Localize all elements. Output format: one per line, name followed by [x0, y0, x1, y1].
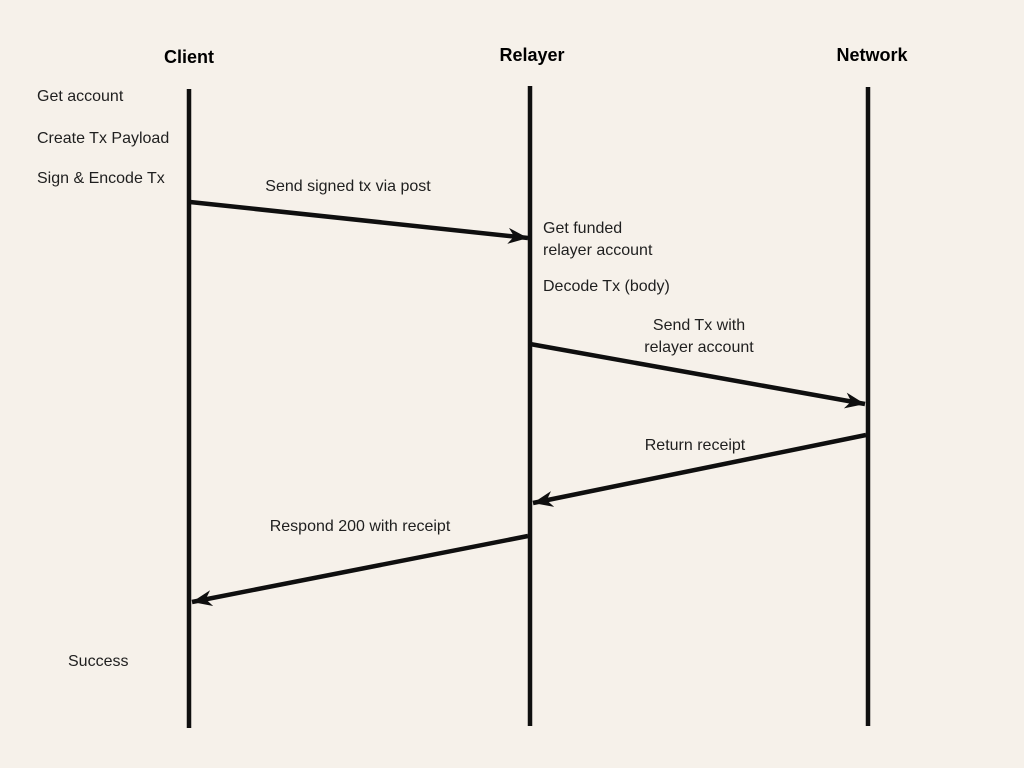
actor-relayer: Relayer	[499, 45, 565, 65]
message-label-send-signed-tx: Send signed tx via post	[265, 178, 431, 195]
message-label-return-receipt: Return receipt	[644, 437, 746, 454]
message-label-send-tx-line1: Send Tx with	[652, 317, 746, 334]
arrow-network-to-relayer	[532, 432, 867, 507]
relayer-step-get-funded: Get funded relayer account	[543, 218, 652, 262]
message-label-respond-200: Respond 200 with receipt	[269, 518, 451, 535]
arrow-client-to-relayer	[189, 199, 529, 244]
result-success: Success	[68, 653, 129, 670]
client-step-create-tx-payload: Create Tx Payload	[37, 130, 170, 147]
client-step-sign-encode-tx: Sign & Encode Tx	[37, 170, 165, 187]
message-label-send-tx-line2: relayer account	[644, 339, 754, 356]
message-label-send-tx: Send Tx with relayer account	[549, 315, 849, 359]
arrow-relayer-to-client	[191, 533, 529, 606]
client-step-get-account: Get account	[37, 88, 124, 105]
arrow-relayer-to-network	[529, 341, 866, 409]
actor-network: Network	[836, 45, 908, 65]
relayer-step-decode-tx: Decode Tx (body)	[543, 278, 670, 295]
relayer-step-get-funded-line1: Get funded	[543, 220, 623, 237]
actor-client: Client	[163, 47, 214, 67]
relayer-step-get-funded-line2: relayer account	[543, 242, 653, 259]
